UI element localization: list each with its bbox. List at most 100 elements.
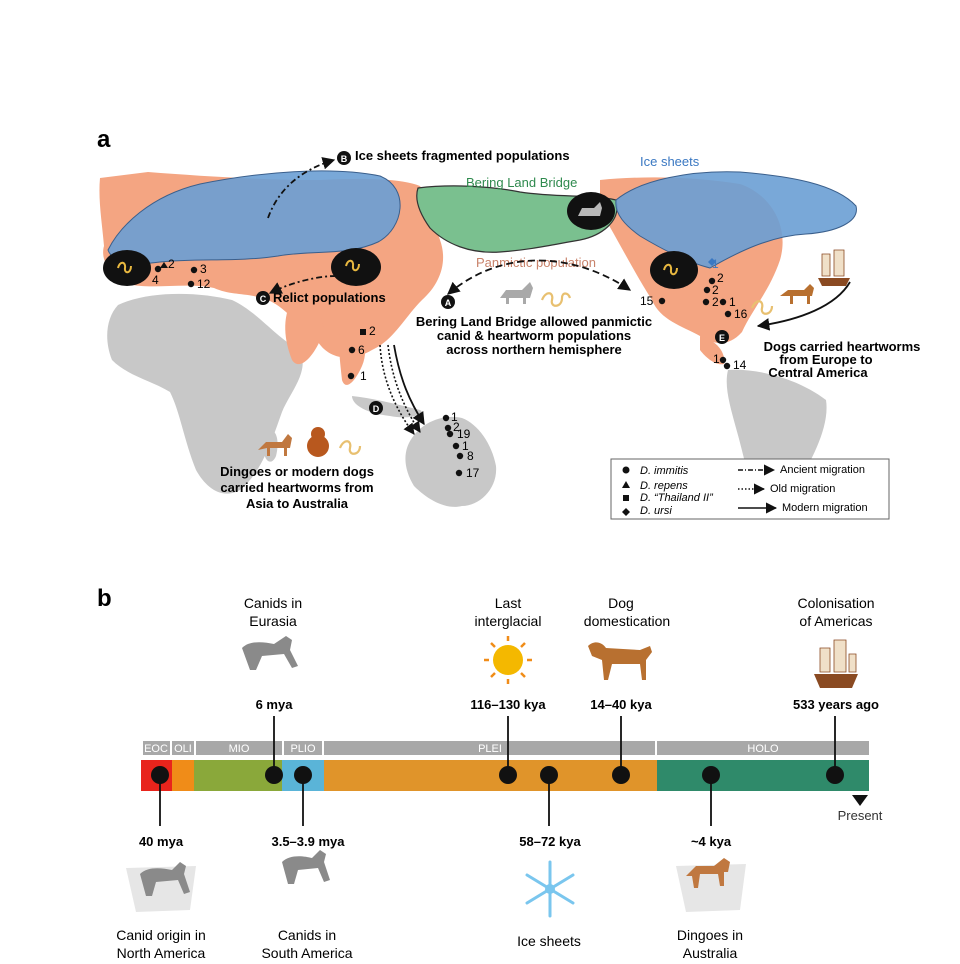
event-age: 533 years ago — [793, 697, 879, 712]
panel-b-label: b — [97, 585, 112, 612]
wolf-icon — [578, 202, 602, 216]
event-a-line-1: Bering Land Bridge allowed panmictic — [416, 314, 652, 329]
event-age: ~4 kya — [691, 834, 732, 849]
event-e-letter: E — [719, 333, 725, 343]
migration-arrow-e — [756, 281, 851, 331]
legend-diamond-marker — [622, 508, 630, 516]
event-marker-d: D — [369, 401, 383, 415]
sample-count: 1 — [712, 257, 719, 271]
epoch-label: MIO — [229, 743, 250, 755]
bering-label: Bering Land Bridge — [466, 175, 577, 190]
sample-count: 2 — [168, 257, 175, 271]
event-marker-e: E — [715, 330, 729, 344]
legend-species-label: D. immitis — [640, 465, 689, 477]
epoch-header-cell — [657, 741, 869, 755]
legend-migration-label: Modern migration — [782, 502, 868, 514]
australia-landmass — [405, 416, 497, 507]
dingo-icon — [258, 434, 292, 456]
worm-icon — [117, 261, 132, 274]
migration-arrow-d-modern — [393, 344, 425, 426]
event-c-letter: C — [260, 294, 267, 304]
event-age: 40 mya — [139, 834, 184, 849]
event-age: 3.5–3.9 mya — [271, 834, 345, 849]
event-dot — [499, 766, 517, 784]
event-label-line: North America — [117, 945, 206, 961]
migration-arrow-b — [267, 157, 336, 219]
samples-europe: 2 4 3 12 — [152, 257, 211, 291]
samples-north-america: 1 2 15 2 2 1 16 — [640, 257, 748, 321]
epoch-label: EOC — [144, 743, 168, 755]
event-a-line-2: canid & heartworm populations — [437, 328, 631, 343]
epoch-header: EOC OLI MIO PLIO PLEI HOLO — [143, 741, 869, 755]
sample-count: 1 — [360, 369, 367, 383]
event-c-text: Relict populations — [273, 290, 386, 305]
event-marker-a: A — [441, 295, 455, 309]
sample-count: 2 — [369, 324, 376, 338]
oval-wolf-worm-america — [650, 251, 698, 289]
epoch-header-cell — [284, 741, 322, 755]
event-age: 14–40 kya — [590, 697, 652, 712]
event-age: 6 mya — [256, 697, 294, 712]
sample-count: 2 — [717, 271, 724, 285]
event-label-line: Australia — [683, 945, 738, 961]
dingo-icon — [676, 858, 746, 912]
sample-count: 2 — [712, 295, 719, 309]
event-e-line-3: Central America — [768, 365, 868, 380]
epoch-label: OLI — [174, 743, 192, 755]
epoch-label: PLIO — [290, 743, 316, 755]
event-dot — [294, 766, 312, 784]
event-dot — [265, 766, 283, 784]
legend-species-label: D. ursi — [640, 505, 672, 517]
sun-icon — [484, 636, 532, 684]
epoch-header-cell — [196, 741, 282, 755]
sample-count: 2 — [712, 283, 719, 297]
sample-count: 17 — [466, 466, 480, 480]
sample-count: 2 — [453, 420, 460, 434]
event-label-line: Canids in — [244, 595, 302, 611]
event-age: 116–130 kya — [470, 697, 546, 712]
ice-sheet-eurasia — [107, 170, 401, 264]
epoch-header-cell — [324, 741, 655, 755]
ice-sheets-label: Ice sheets — [640, 154, 700, 169]
sample-count: 19 — [457, 427, 471, 441]
sample-count: 6 — [358, 343, 365, 357]
worm-icon — [540, 292, 572, 307]
sample-count: 4 — [152, 273, 159, 287]
sample-count: 3 — [200, 262, 207, 276]
epoch-segment-oligocene — [172, 760, 194, 791]
epoch-label: PLEI — [478, 743, 502, 755]
oval-wolf-worm-asia — [331, 248, 381, 286]
event-d-line-3: Asia to Australia — [246, 496, 349, 511]
sample-count: 1 — [713, 352, 720, 366]
legend-species-label: D. “Thailand II” — [640, 492, 714, 504]
event-a-letter: A — [445, 298, 452, 308]
panmictic-label: Panmictic population — [476, 255, 596, 270]
event-label-line: South America — [261, 945, 352, 961]
sample-count: 15 — [640, 294, 654, 308]
event-label-line: Canids in — [278, 927, 336, 943]
epoch-header-cell — [143, 741, 170, 755]
ship-icon — [818, 249, 850, 286]
ship-icon — [814, 639, 858, 688]
wolf-icon — [500, 282, 533, 304]
event-dot — [151, 766, 169, 784]
event-d-line-1: Dingoes or modern dogs — [220, 464, 374, 479]
legend-square-marker — [623, 495, 629, 501]
wolf-icon — [126, 862, 196, 912]
legend-circle-marker — [622, 466, 630, 474]
legend-triangle-marker — [622, 481, 630, 488]
event-b-letter: B — [341, 154, 348, 164]
wolf-icon — [282, 850, 330, 884]
event-dot — [540, 766, 558, 784]
worm-icon — [338, 440, 362, 455]
epoch-segment-pleistocene — [324, 760, 657, 791]
event-dot — [702, 766, 720, 784]
event-age: 58–72 kya — [519, 834, 581, 849]
wolf-icon — [242, 636, 298, 670]
dog-icon — [780, 284, 814, 304]
event-label-line: Ice sheets — [517, 933, 581, 949]
event-b-text: Ice sheets fragmented populations — [355, 148, 570, 163]
indonesia-landmass — [352, 396, 422, 418]
dog-icon — [307, 427, 329, 457]
present-triangle-icon — [852, 795, 868, 806]
